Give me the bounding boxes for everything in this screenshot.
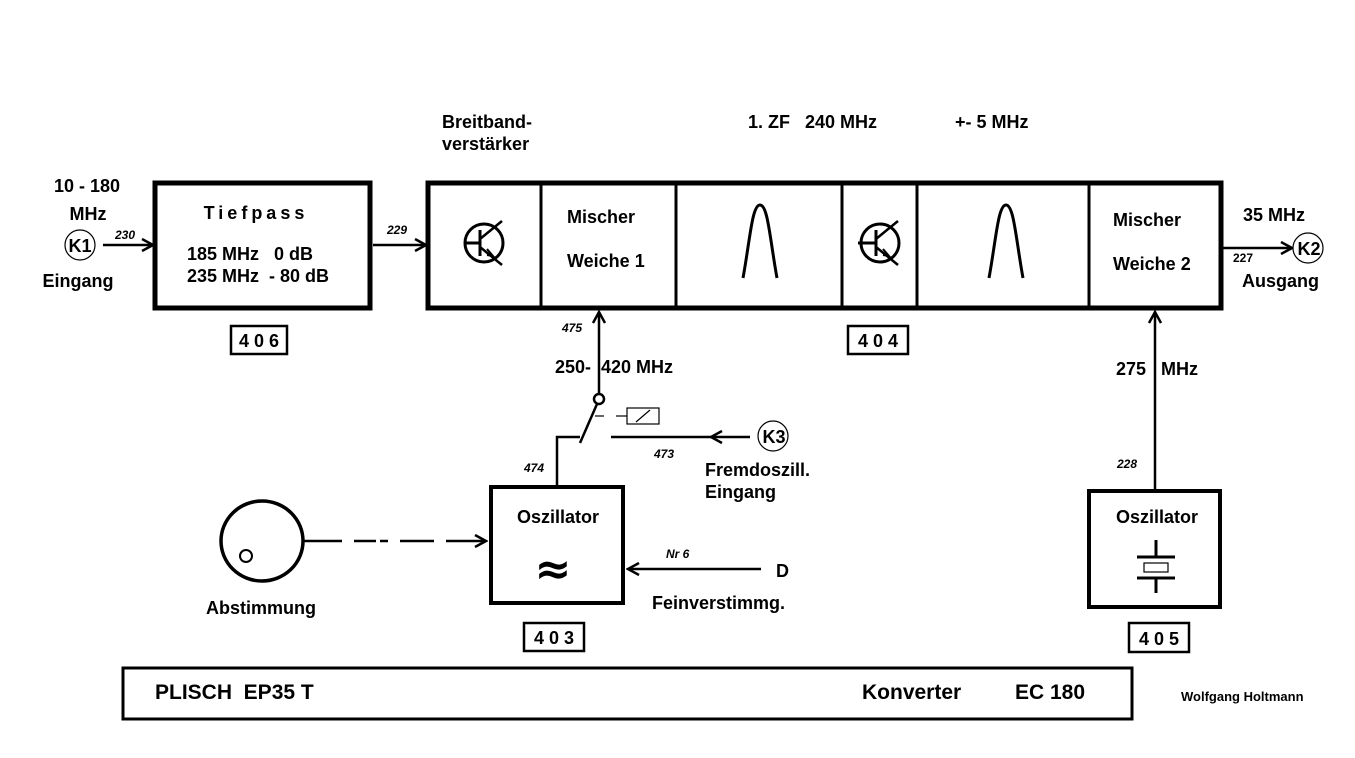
amp-label-line2: verstärker xyxy=(442,134,529,154)
ext-osc-label-line1: Fremdoszill. xyxy=(705,460,810,480)
module-403-id: 4 0 3 xyxy=(534,628,574,648)
switch-icon[interactable] xyxy=(578,392,660,444)
wire-474-id: 474 xyxy=(523,461,544,475)
mainchain-box xyxy=(425,180,1224,311)
module-405-box xyxy=(1127,621,1191,654)
title-block: PLISCH EP35 T Konverter EC 180 xyxy=(121,666,1134,721)
input-freq-range: 10 - 180 xyxy=(54,176,120,196)
connector-k3-circle xyxy=(757,420,789,452)
wire-nr6-id: Nr 6 xyxy=(666,547,690,561)
module-406: 4 0 6 xyxy=(229,324,289,356)
author-label: Wolfgang Holtmann xyxy=(1181,689,1304,704)
if-label: 1. ZF 240 MHz xyxy=(748,112,877,132)
output-freq: 35 MHz xyxy=(1243,205,1305,225)
input-label: Eingang xyxy=(43,271,114,291)
mainchain-block[interactable]: Mischer Weiche 1 Mischer Weiche 2 xyxy=(425,180,1224,311)
lo1-freq-range: 250- 420 MHz xyxy=(555,357,673,377)
module-404: 4 0 4 xyxy=(846,324,910,356)
wire-229-id: 229 xyxy=(386,223,407,237)
wire-475-id: 475 xyxy=(561,321,582,335)
module-403: 4 0 3 xyxy=(522,621,586,653)
wire-474 xyxy=(555,435,580,487)
model-label: PLISCH EP35 T xyxy=(155,681,314,704)
wire-230-id: 230 xyxy=(114,228,135,242)
input-section: 10 - 180 MHz K1 Eingang 230 xyxy=(43,176,154,291)
tuning-knob-icon[interactable] xyxy=(219,499,305,583)
fine-tune-terminal: D xyxy=(776,561,789,581)
amp-label-line1: Breitband- xyxy=(442,112,532,132)
output-label: Ausgang xyxy=(1242,271,1319,291)
input-freq-unit: MHz xyxy=(70,204,107,224)
lowpass-title: Tiefpass xyxy=(204,203,309,223)
wire-228-id: 228 xyxy=(1116,457,1137,471)
mixer1-line2: Weiche 1 xyxy=(567,251,645,271)
bandpass-filter-icon xyxy=(987,203,1025,279)
wire-227-id: 227 xyxy=(1233,251,1253,265)
tuning-label: Abstimmung xyxy=(206,598,316,618)
module-404-box xyxy=(846,324,910,356)
module-406-box xyxy=(229,324,289,356)
output-section: 35 MHz 227 K2 Ausgang xyxy=(1223,205,1324,291)
mixer2-line1: Mischer xyxy=(1113,210,1181,230)
mixer1-line1: Mischer xyxy=(567,207,635,227)
connector-k2[interactable]: K2 xyxy=(1292,232,1324,264)
connector-k3[interactable]: K3 xyxy=(757,420,789,452)
device-id-label: EC 180 xyxy=(1015,681,1085,704)
bandwidth-label: +- 5 MHz xyxy=(955,112,1029,132)
module-406-id: 4 0 6 xyxy=(239,331,279,351)
lowpass-spec-row2: 235 MHz - 80 dB xyxy=(187,266,329,286)
title-block-box xyxy=(121,666,1134,721)
connector-k1[interactable]: K1 xyxy=(64,229,96,261)
lowpass-box xyxy=(152,180,373,311)
module-403-box xyxy=(522,621,586,653)
ext-osc-label-line2: Eingang xyxy=(705,482,776,502)
wire-473-id: 473 xyxy=(653,447,674,461)
crystal-icon xyxy=(1137,540,1175,593)
device-label: Konverter xyxy=(862,681,961,704)
connector-k3-label: K3 xyxy=(762,427,785,447)
lowpass-spec-row1: 185 MHz 0 dB xyxy=(187,244,313,264)
oscillator-403-box xyxy=(489,485,625,605)
oscillator-403-title: Oszillator xyxy=(517,507,599,527)
mixer2-line2: Weiche 2 xyxy=(1113,254,1191,274)
connector-k1-label: K1 xyxy=(68,236,91,256)
connector-k2-label: K2 xyxy=(1297,239,1320,259)
sine-wave-icon: ≈ xyxy=(535,544,572,595)
connector-k2-circle xyxy=(1292,232,1324,264)
lowpass-block[interactable]: Tiefpass 185 MHz 0 dB 235 MHz - 80 dB xyxy=(152,180,373,311)
oscillator-403-block[interactable]: Oszillator ≈ xyxy=(489,485,625,605)
connector-k1-circle xyxy=(64,229,96,261)
module-405-id: 4 0 5 xyxy=(1139,629,1179,649)
module-404-id: 4 0 4 xyxy=(858,331,898,351)
module-405: 4 0 5 xyxy=(1127,621,1191,654)
lo2-freq: 275 MHz xyxy=(1116,359,1198,379)
fine-tune-label: Feinverstimmg. xyxy=(652,593,785,613)
bandpass-filter-icon xyxy=(741,203,779,279)
transistor-icon xyxy=(463,220,505,266)
arrow-icon xyxy=(708,429,723,445)
oscillator-405-block[interactable]: Oszillator xyxy=(1087,489,1222,609)
transistor-icon xyxy=(858,220,901,266)
oscillator-405-title: Oszillator xyxy=(1116,507,1198,527)
